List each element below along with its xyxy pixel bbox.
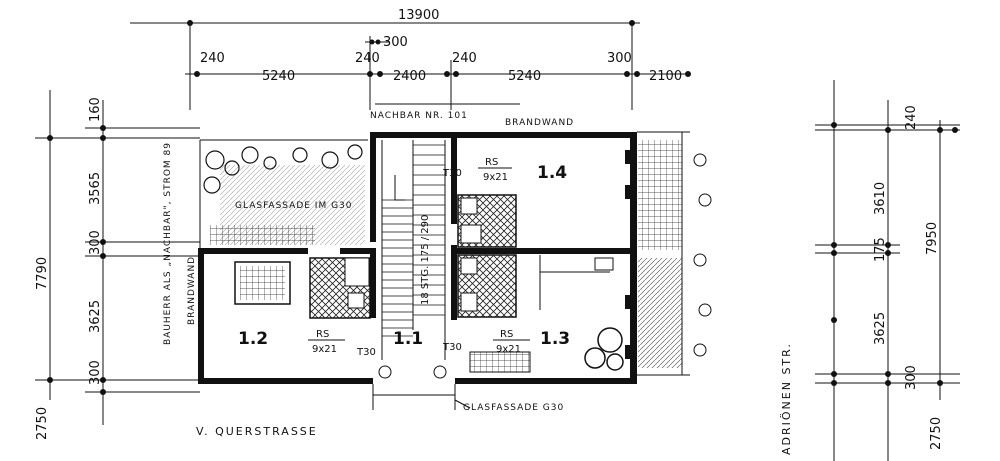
neighbor-label: NACHBAR NR. 101 <box>370 111 468 121</box>
left-dim-300-a: 300 <box>88 230 103 255</box>
room-label-1-4: 1.4 <box>537 163 567 183</box>
street-name-bottom: V. QUERSTRASSE <box>196 425 318 438</box>
top-dimension-chain: 13900 300 240 5240 240 2400 240 5240 300… <box>130 8 691 110</box>
right-dim-3625: 3625 <box>873 312 888 345</box>
building-walls <box>198 132 637 384</box>
dim-240-c: 240 <box>452 51 477 66</box>
bathroom-1-3 <box>457 254 517 318</box>
small-dimension: 300 <box>383 35 408 50</box>
svg-text:RS: RS <box>485 157 498 168</box>
right-dim-300: 300 <box>904 365 919 390</box>
entrance-area: GLASFASSADE G30 <box>372 365 564 413</box>
svg-text:RS: RS <box>316 329 329 340</box>
left-dim-3625: 3625 <box>88 300 103 333</box>
stairwell: 18 STG. 175 / 290 <box>381 140 446 360</box>
rs-label-1-4: RS 9x21 <box>478 157 512 183</box>
svg-text:9x21: 9x21 <box>496 344 521 355</box>
right-dimension-chain: 240 3610 175 3625 300 7950 2750 <box>815 80 960 461</box>
dim-2100: 2100 <box>649 69 682 84</box>
bathroom-1-4 <box>457 194 517 248</box>
left-total-dimension: 7790 <box>35 257 50 290</box>
dim-240-a: 240 <box>200 51 225 66</box>
glass-facade-label-top: GLASFASSADE IM G30 <box>235 201 353 211</box>
left-terrace: GLASFASSADE IM G30 <box>199 139 368 248</box>
room-label-1-2: 1.2 <box>238 329 268 349</box>
rs-label-1-2: RS 9x21 <box>308 329 345 355</box>
left-side-firewall-label: BRANDWAND <box>187 256 197 325</box>
right-dim-240: 240 <box>904 105 919 130</box>
right-dim-2750: 2750 <box>929 417 944 450</box>
dim-5240-b: 5240 <box>508 69 541 84</box>
left-dim-160: 160 <box>88 97 103 122</box>
svg-text:RS: RS <box>500 329 513 340</box>
bathroom-1-2 <box>309 257 371 319</box>
left-dimension-chain: 7790 160 3565 300 3625 300 2750 <box>35 90 200 440</box>
left-dim-2750: 2750 <box>35 407 50 440</box>
right-balcony <box>637 131 712 376</box>
door-label-t30-top: T30 <box>442 168 462 179</box>
door-label-t30-left: T30 <box>356 347 376 358</box>
dim-5240-a: 5240 <box>262 69 295 84</box>
room-1-2-furniture <box>234 261 291 305</box>
rs-label-1-3: RS 9x21 <box>493 329 530 355</box>
right-dim-3610: 3610 <box>873 182 888 215</box>
room-1-3-furniture <box>469 255 624 373</box>
right-dim-175: 175 <box>873 237 888 262</box>
dim-300: 300 <box>607 51 632 66</box>
street-name-right: ADRIÖNEN STR. <box>780 342 793 455</box>
room-label-1-3: 1.3 <box>540 329 570 349</box>
left-dim-300-b: 300 <box>88 360 103 385</box>
svg-text:9x21: 9x21 <box>483 172 508 183</box>
dim-240-b: 240 <box>355 51 380 66</box>
door-label-t30-right: T30 <box>442 342 462 353</box>
room-label-1-1: 1.1 <box>393 329 423 349</box>
glass-facade-label-bottom: GLASFASSADE G30 <box>463 403 564 413</box>
svg-text:9x21: 9x21 <box>312 344 337 355</box>
right-total-dimension: 7950 <box>925 222 940 255</box>
stair-label: 18 STG. 175 / 290 <box>420 215 431 305</box>
total-width-dimension: 13900 <box>398 8 439 23</box>
left-dim-3565: 3565 <box>88 172 103 205</box>
firewall-label-top: BRANDWAND <box>505 118 574 128</box>
dim-2400: 2400 <box>393 69 426 84</box>
left-side-owner-label: BAUHERR ALS „NACHBAR", STROM 89 <box>163 142 173 345</box>
